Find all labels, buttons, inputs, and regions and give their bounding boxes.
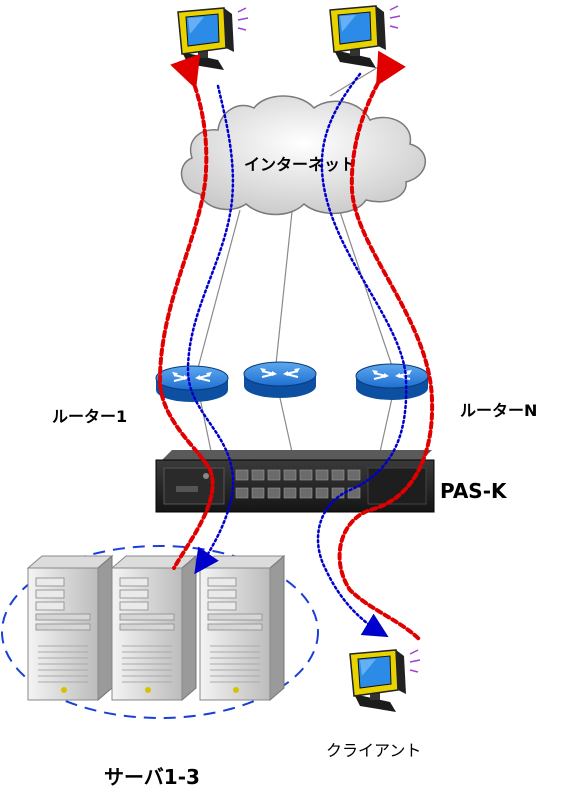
rack-appliance-icon	[155, 450, 435, 513]
client-label: クライアント	[326, 741, 421, 760]
desktop-computer-icon	[177, 7, 249, 71]
desktop-computer-icon	[329, 5, 401, 69]
blue-path-right	[316, 72, 408, 638]
red-path-right	[337, 50, 435, 642]
router-icon	[355, 363, 429, 401]
router-icon	[155, 365, 229, 403]
cloud-icon	[180, 95, 427, 216]
tower-server-icon	[199, 555, 285, 701]
internet-label: インターネット	[244, 155, 356, 174]
blue-path-left	[186, 84, 235, 575]
tower-server-icon	[111, 555, 197, 701]
desktop-computer-icon	[349, 649, 421, 713]
router-1-label: ルーター1	[52, 407, 127, 426]
pas-k-label: PAS-K	[440, 479, 508, 503]
red-path-left	[157, 53, 215, 570]
router-icon	[243, 361, 317, 399]
tower-server-icon	[27, 555, 113, 701]
router-n-label: ルーターN	[460, 401, 537, 420]
server-group-boundary	[1, 545, 319, 719]
servers-label: サーバ1-3	[104, 765, 200, 789]
